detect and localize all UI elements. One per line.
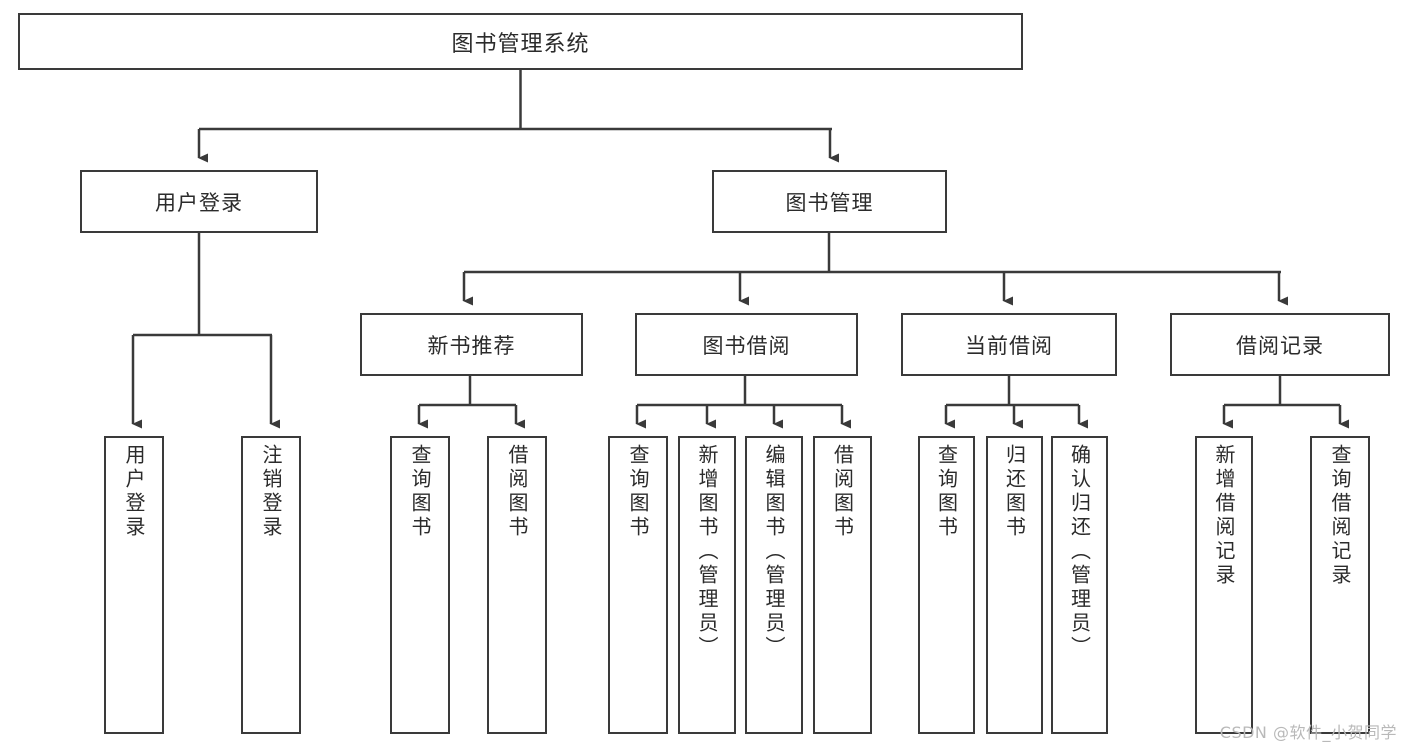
node-leaf-add-borrow-record-label: 新增借阅记录	[1212, 444, 1236, 588]
node-leaf-return-book-label: 归还图书	[1002, 444, 1027, 540]
node-leaf-confirm-return[interactable]: 确认归还（管理员）	[1051, 436, 1108, 734]
node-leaf-add-book[interactable]: 新增图书（管理员）	[678, 436, 736, 734]
node-borrow-record[interactable]: 借阅记录	[1170, 313, 1390, 376]
node-root[interactable]: 图书管理系统	[18, 13, 1023, 70]
node-leaf-borrow-book[interactable]: 借阅图书	[813, 436, 872, 734]
node-leaf-query-book-rec-label: 查询图书	[408, 444, 432, 540]
node-book-manage[interactable]: 图书管理	[712, 170, 947, 233]
node-leaf-confirm-return-label: 确认归还（管理员）	[1067, 444, 1092, 660]
node-leaf-return-book[interactable]: 归还图书	[986, 436, 1043, 734]
node-leaf-query-borrow-record-label: 查询借阅记录	[1328, 444, 1352, 588]
node-new-book-rec-label: 新书推荐	[427, 333, 516, 358]
node-leaf-edit-book-label: 编辑图书（管理员）	[762, 444, 786, 660]
node-user-login[interactable]: 用户登录	[80, 170, 318, 233]
node-leaf-add-borrow-record[interactable]: 新增借阅记录	[1195, 436, 1253, 734]
node-current-borrow-label: 当前借阅	[965, 333, 1053, 358]
node-leaf-add-book-label: 新增图书（管理员）	[695, 444, 719, 660]
node-leaf-user-login-label: 用户登录	[122, 444, 146, 540]
node-leaf-query-book-current[interactable]: 查询图书	[918, 436, 975, 734]
node-book-borrow-label: 图书借阅	[702, 333, 791, 358]
node-leaf-user-login[interactable]: 用户登录	[104, 436, 164, 734]
node-current-borrow[interactable]: 当前借阅	[901, 313, 1117, 376]
node-borrow-record-label: 借阅记录	[1236, 333, 1324, 358]
node-leaf-edit-book[interactable]: 编辑图书（管理员）	[745, 436, 803, 734]
node-leaf-query-book-borrow[interactable]: 查询图书	[608, 436, 668, 734]
node-leaf-query-borrow-record[interactable]: 查询借阅记录	[1310, 436, 1370, 734]
node-book-borrow[interactable]: 图书借阅	[635, 313, 858, 376]
node-leaf-user-logout[interactable]: 注销登录	[241, 436, 301, 734]
node-leaf-query-book-current-label: 查询图书	[934, 444, 959, 540]
node-leaf-user-logout-label: 注销登录	[259, 444, 283, 540]
node-leaf-borrow-book-label: 借阅图书	[830, 444, 855, 540]
node-leaf-query-book-borrow-label: 查询图书	[626, 444, 650, 540]
node-leaf-borrow-book-rec[interactable]: 借阅图书	[487, 436, 547, 734]
node-book-manage-label: 图书管理	[785, 190, 874, 215]
node-new-book-rec[interactable]: 新书推荐	[360, 313, 583, 376]
node-leaf-query-book-rec[interactable]: 查询图书	[390, 436, 450, 734]
node-leaf-borrow-book-rec-label: 借阅图书	[505, 444, 529, 540]
node-root-label: 图书管理系统	[451, 31, 590, 57]
node-user-login-label: 用户登录	[155, 190, 243, 215]
